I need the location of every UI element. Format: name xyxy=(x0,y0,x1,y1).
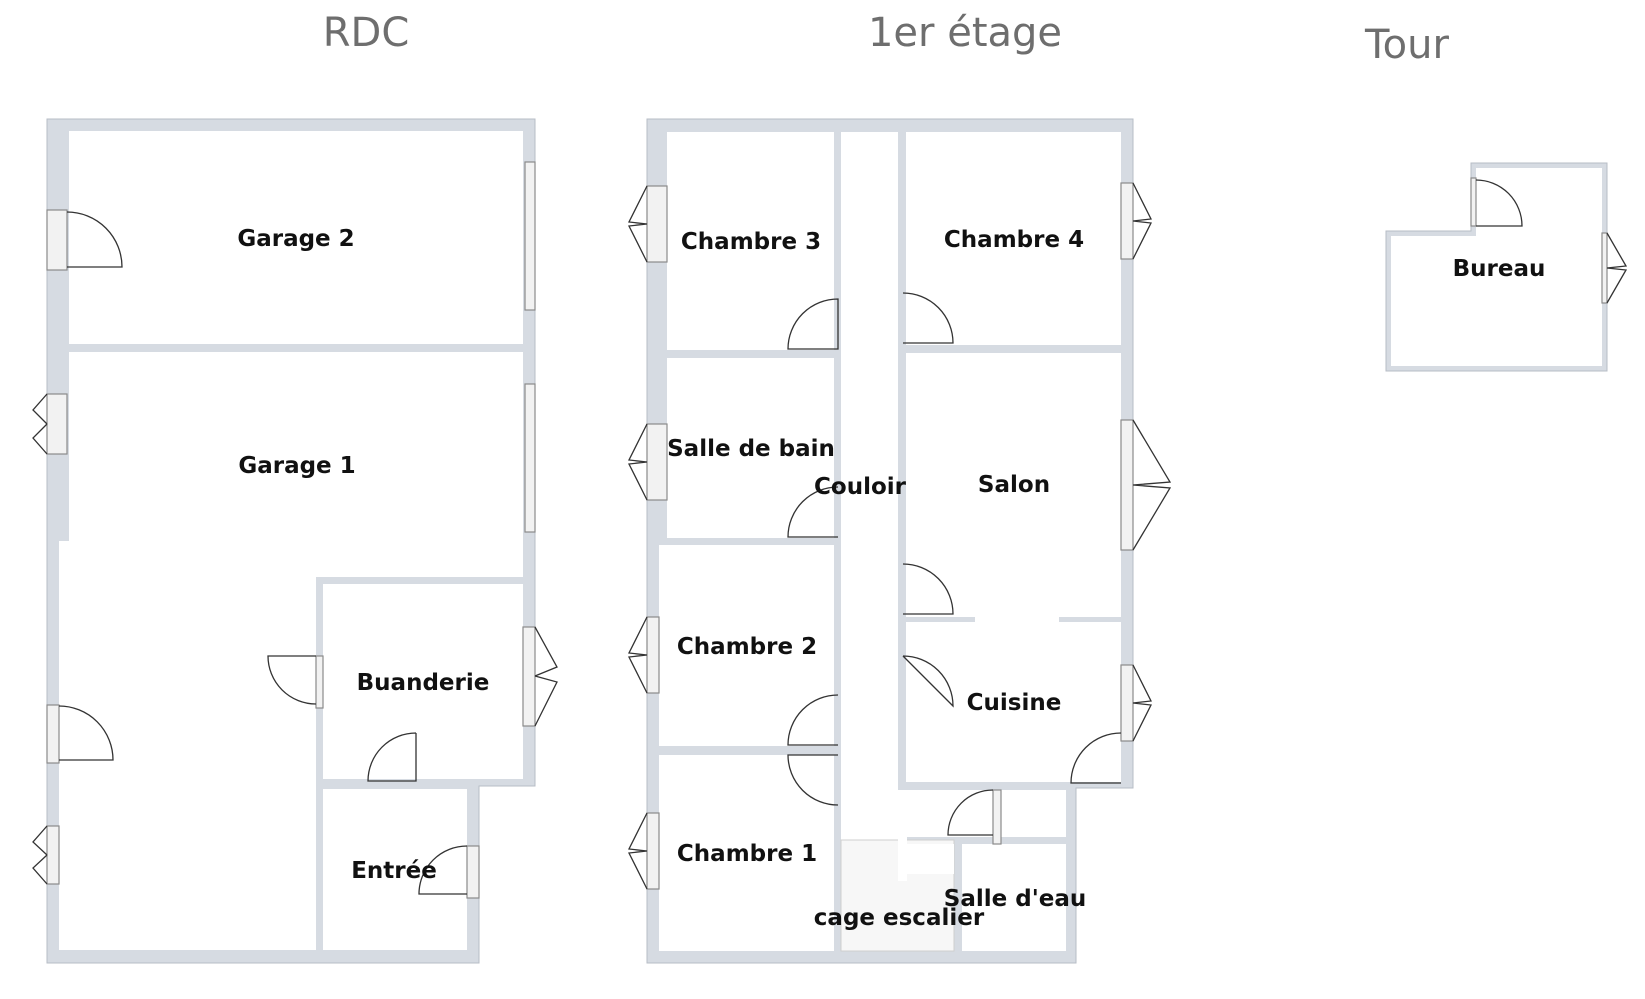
salon-floor xyxy=(906,353,1121,617)
floor-title-etage1: 1er étage xyxy=(868,10,1062,56)
window xyxy=(992,789,1002,845)
entree-floor xyxy=(323,789,467,950)
room-label-garage1: Garage 1 xyxy=(238,453,355,479)
window-casement xyxy=(628,616,648,694)
bureau-floor xyxy=(1391,168,1602,366)
window-casement xyxy=(628,812,648,890)
window xyxy=(46,825,60,885)
door-swing xyxy=(787,298,839,350)
salle-deau-floor xyxy=(962,844,1066,951)
door-swing xyxy=(787,754,839,806)
floor-title-tour: Tour xyxy=(1364,22,1449,68)
door-swing xyxy=(902,655,954,708)
room-label-buanderie: Buanderie xyxy=(357,670,490,696)
window-casement xyxy=(1132,664,1152,742)
room-label-chambre2: Chambre 2 xyxy=(677,634,817,660)
landing-floor xyxy=(898,790,1066,837)
floor-title-rdc: RDC xyxy=(323,10,410,56)
chambre2-floor xyxy=(659,545,834,746)
door-swing xyxy=(902,292,954,344)
salon-cuisine-opening xyxy=(975,614,1059,624)
window xyxy=(46,393,68,455)
doorframe xyxy=(1470,177,1477,227)
room-label-salon: Salon xyxy=(978,472,1050,498)
cuisine-floor xyxy=(906,622,1121,782)
chambre3-floor xyxy=(667,132,834,350)
door-swing xyxy=(418,845,468,895)
window-casement xyxy=(534,626,558,727)
room-label-cuisine: Cuisine xyxy=(967,690,1062,716)
door-swing xyxy=(1475,179,1523,227)
window xyxy=(466,845,480,899)
window-casement xyxy=(1132,419,1172,551)
door-swing xyxy=(66,211,123,268)
room-label-garage2: Garage 2 xyxy=(237,226,354,252)
salle-de-bain-floor xyxy=(667,358,834,538)
floor-etage1 xyxy=(628,118,1172,964)
door-swing xyxy=(902,563,954,615)
couloir-floor xyxy=(841,132,898,840)
window-casement xyxy=(628,185,648,263)
chambre1-floor xyxy=(659,755,834,951)
room-label-bureau: Bureau xyxy=(1453,256,1546,282)
window xyxy=(522,626,536,727)
window xyxy=(1120,664,1134,742)
window xyxy=(646,616,660,694)
window-casement xyxy=(1606,232,1628,304)
door-swing xyxy=(787,486,839,538)
buanderie-floor xyxy=(323,584,523,779)
window xyxy=(524,161,536,311)
garage2-floor xyxy=(69,131,523,344)
window xyxy=(646,812,660,890)
garage1-floor xyxy=(59,352,523,950)
window xyxy=(524,383,536,533)
floor-rdc xyxy=(32,118,558,964)
door-swing xyxy=(58,705,114,761)
room-label-salle-deau: Salle d'eau xyxy=(944,886,1086,912)
window xyxy=(1601,232,1608,304)
window-casement xyxy=(1132,182,1152,260)
floor-tour xyxy=(1385,162,1628,372)
window xyxy=(46,209,68,271)
window-casement xyxy=(32,393,48,455)
window xyxy=(315,655,324,709)
landing-floor-2 xyxy=(898,837,907,881)
room-label-chambre1: Chambre 1 xyxy=(677,841,817,867)
window xyxy=(1120,419,1134,551)
cupboard-floor xyxy=(907,844,954,874)
window xyxy=(1120,182,1134,260)
door-swing xyxy=(1070,732,1122,784)
door-swing xyxy=(947,789,994,836)
room-label-entree: Entrée xyxy=(351,858,437,884)
room-label-chambre3: Chambre 3 xyxy=(681,229,821,255)
window xyxy=(646,185,668,263)
door-swing xyxy=(787,694,839,746)
door-swing xyxy=(267,655,317,705)
room-label-chambre4: Chambre 4 xyxy=(944,227,1084,253)
room-label-salle-de-bain: Salle de bain xyxy=(667,436,835,462)
window xyxy=(646,423,668,501)
room-label-couloir: Couloir xyxy=(814,474,907,500)
window xyxy=(46,704,60,764)
room-label-cage-escalier: cage escalier xyxy=(814,905,985,931)
window-casement xyxy=(32,825,48,885)
window-casement xyxy=(628,423,648,501)
chambre4-floor xyxy=(906,132,1121,345)
door-swing xyxy=(367,732,417,782)
